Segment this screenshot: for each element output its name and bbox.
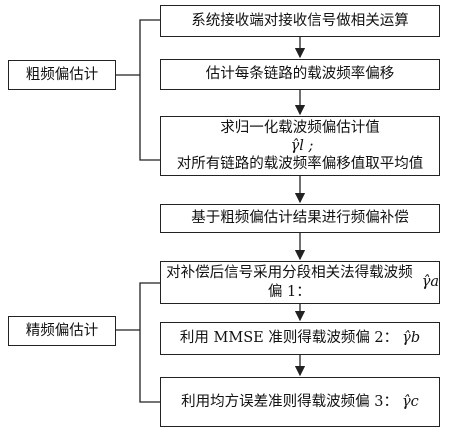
step-piecewise-label: 对补偿后信号采用分段相关法得载波频偏 1： — [166, 265, 413, 300]
group-coarse-estimation: 粗频偏估计 — [8, 60, 116, 90]
gamma-c-symbol: γ̂c — [402, 393, 419, 410]
step-correlation: 系统接收端对接收信号做相关运算 — [160, 5, 440, 37]
step-correlation-label: 系统接收端对接收信号做相关运算 — [191, 12, 409, 29]
group-fine-estimation: 精频偏估计 — [8, 316, 116, 346]
coarse-bracket — [139, 19, 160, 161]
gamma-l-symbol: γ̂l ; — [290, 137, 314, 154]
step-mmse-label: 利用 MMSE 准则得载波频偏 2： — [179, 330, 399, 347]
step-link-cfo-label: 估计每条链路的载波频率偏移 — [205, 66, 395, 83]
step-normalized-line2: 对所有链路的载波频率偏移值取平均值 — [176, 156, 424, 173]
step-link-cfo-estimate: 估计每条链路的载波频率偏移 — [160, 59, 440, 90]
gamma-b-symbol: γ̂b — [402, 330, 421, 347]
step-compensation-label: 基于粗频偏估计结果进行频偏补偿 — [191, 210, 409, 227]
fine-bracket — [139, 282, 160, 403]
step-mmse: 利用 MMSE 准则得载波频偏 2： γ̂b — [160, 322, 440, 355]
step-mse-label: 利用均方误差准则得载波频偏 3： — [181, 393, 399, 410]
step-piecewise-correlation: 对补偿后信号采用分段相关法得载波频偏 1： γ̂a — [160, 261, 440, 304]
step-compensation: 基于粗频偏估计结果进行频偏补偿 — [160, 204, 440, 233]
group-coarse-label: 粗频偏估计 — [25, 66, 99, 83]
step-mse: 利用均方误差准则得载波频偏 3： γ̂c — [160, 377, 440, 427]
group-fine-label: 精频偏估计 — [25, 322, 99, 339]
gamma-a-symbol: γ̂a — [421, 274, 439, 291]
